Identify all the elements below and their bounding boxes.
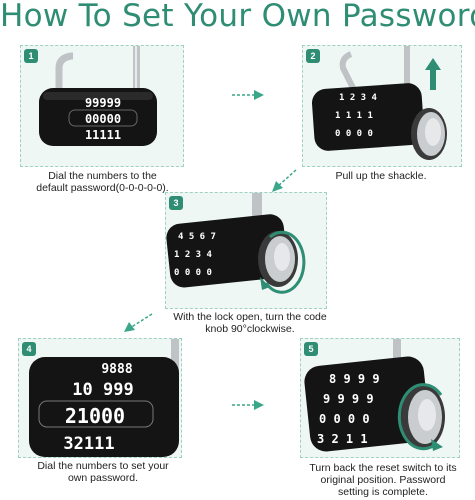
step-3-lock-image: 4 5 6 7 1 2 3 4 0 0 0 0 — [166, 193, 306, 294]
step-1-panel: 1 99999 00000 11111 — [20, 45, 184, 167]
step-4-lock-image: 9888 10 999 21000 32111 — [29, 339, 179, 457]
step-4-wheel-r3: 21000 — [65, 404, 125, 428]
svg-text:1 2 3 4: 1 2 3 4 — [174, 250, 213, 260]
svg-text:9 9 9 9: 9 9 9 9 — [323, 392, 374, 406]
svg-text:1 2 3 4: 1 2 3 4 — [339, 93, 378, 103]
arrow-diagonal-icon — [272, 169, 297, 192]
step-5-badge: 5 — [304, 342, 318, 356]
step-4-caption: Dial the numbers to set your own passwor… — [37, 460, 169, 484]
svg-text:0 0 0 0: 0 0 0 0 — [335, 129, 373, 139]
step-3-caption: With the lock open, turn the code knob 9… — [173, 311, 327, 335]
rotate-clockwise-icon — [397, 383, 443, 451]
page-title: How To Set Your Own Password — [0, 0, 475, 34]
arrow-right-icon — [232, 400, 264, 410]
step-3-panel: 3 4 5 6 7 1 2 3 4 0 0 0 0 — [165, 192, 327, 309]
arrow-diagonal-icon — [124, 313, 153, 332]
svg-text:8 9 9 9: 8 9 9 9 — [329, 372, 380, 386]
step-4-wheel-r4: 32111 — [63, 434, 114, 454]
step-1-wheel-bot: 11111 — [85, 128, 121, 142]
step-1-wheel-mid: 00000 — [85, 112, 121, 126]
step-4-badge: 4 — [22, 342, 36, 356]
rotate-clockwise-icon — [260, 230, 306, 294]
step-5-lock-image: 8 9 9 9 9 9 9 9 0 0 0 0 3 2 1 1 — [304, 339, 445, 452]
step-5-caption: Turn back the reset switch to its origin… — [309, 462, 457, 498]
step-1-caption: Dial the numbers to the default password… — [36, 170, 169, 194]
svg-text:4 5 6 7: 4 5 6 7 — [178, 232, 216, 242]
step-2-badge: 2 — [306, 49, 320, 63]
step-1-wheel-top: 99999 — [85, 96, 121, 110]
step-3-badge: 3 — [169, 196, 183, 210]
arrow-up-icon — [425, 58, 441, 90]
step-2-panel: 2 1 2 3 4 1 1 1 1 0 0 0 0 — [302, 45, 462, 167]
step-4-wheel-r1: 9888 — [101, 362, 132, 377]
svg-text:3 2 1 1: 3 2 1 1 — [317, 432, 368, 446]
step-1-lock-image: 99999 00000 11111 — [39, 46, 157, 146]
step-2-caption: Pull up the shackle. — [335, 170, 427, 182]
svg-text:0 0 0 0: 0 0 0 0 — [174, 268, 212, 278]
arrow-right-icon — [232, 90, 264, 100]
svg-text:1 1 1 1: 1 1 1 1 — [335, 111, 373, 121]
step-4-wheel-r2: 10 999 — [72, 380, 133, 400]
step-4-panel: 4 9888 10 999 21000 32111 — [18, 338, 182, 458]
step-1-badge: 1 — [24, 49, 38, 63]
step-5-panel: 5 8 9 9 9 9 9 9 9 0 0 0 0 3 2 1 1 — [300, 338, 460, 458]
svg-text:0 0 0 0: 0 0 0 0 — [319, 412, 370, 426]
step-2-lock-image: 1 2 3 4 1 1 1 1 0 0 0 0 — [311, 46, 447, 160]
